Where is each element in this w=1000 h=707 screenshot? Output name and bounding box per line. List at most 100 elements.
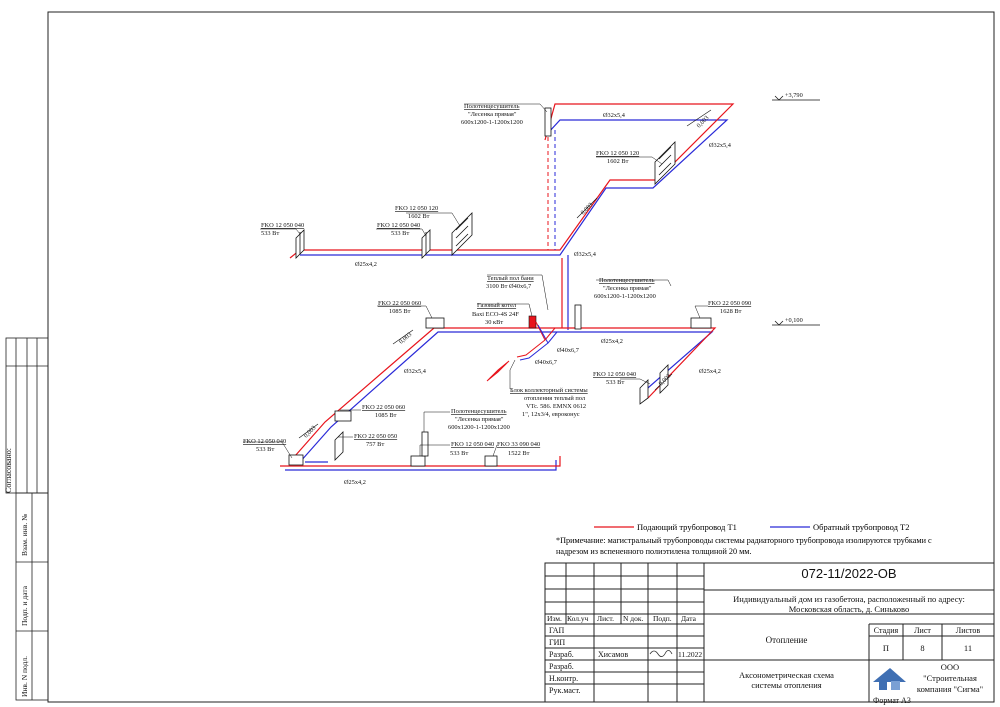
radiator-r4-model: FKO 12 050 120 xyxy=(596,150,639,157)
role-gip: ГИП xyxy=(549,638,566,647)
pipe-label-p25b: Ø25х4,2 xyxy=(601,338,623,345)
return-pipeline xyxy=(285,119,729,471)
developer-date: 11.2022 xyxy=(678,650,703,659)
side-stamp-c2: Подп. и дата xyxy=(20,585,29,626)
slope-line-s3 xyxy=(392,329,414,345)
company-line2: "Строительная xyxy=(923,673,977,683)
radiator-r10-model: FKO 22 050 050 xyxy=(354,433,397,440)
radiator-r8-model: FKO 22 050 060 xyxy=(362,404,405,411)
floor-heating-spec: 3100 Вт Ø40х6,7 xyxy=(486,283,532,290)
boiler-piping xyxy=(516,321,558,361)
radiator-r9-power: 533 Вт xyxy=(256,446,274,453)
slope-line-s2 xyxy=(576,197,598,219)
role-gap: ГАП xyxy=(549,626,565,635)
towel-warmer-t3 xyxy=(421,431,429,457)
boiler-power: 30 кВт xyxy=(485,319,503,326)
gas-boiler xyxy=(528,315,537,329)
towel-warmer-t3-size: 600х1200-1-1200х1200 xyxy=(448,424,510,431)
radiator-r11-model: FKO 12 050 040 xyxy=(451,441,494,448)
radiator-r8 xyxy=(334,410,352,422)
pipe-label-p32b: Ø32х5,4 xyxy=(709,142,732,149)
role-razrab2: Разраб. xyxy=(549,662,574,671)
side-stamp-agreed: Согласовано: xyxy=(4,447,13,493)
radiator-r7b xyxy=(639,379,649,405)
signature xyxy=(649,650,673,657)
elevation-lower-label: +0,100 xyxy=(785,317,803,324)
object-line2: Московская область, д. Синьково xyxy=(788,604,910,614)
sheets-value: 11 xyxy=(963,643,973,653)
towel-warmer-t2-type: "Лесенка прямая" xyxy=(603,285,652,292)
company-line3: компания "Сигма" xyxy=(916,684,984,694)
legend-supply-label: Подающий трубопровод Т1 xyxy=(637,522,737,532)
company-logo xyxy=(873,668,906,690)
side-stamp-grid xyxy=(5,337,49,701)
sheet-header: Лист xyxy=(914,626,931,635)
head-izm: Изм. xyxy=(547,614,562,623)
radiator-r6-model: FKO 22 050 090 xyxy=(708,300,751,307)
towel-warmer-t1-size: 600х1200-1-1200х1200 xyxy=(461,119,523,126)
towel-warmer-t2 xyxy=(574,304,582,330)
developer-name: Хисамов xyxy=(598,650,629,659)
leader-lines xyxy=(243,103,708,459)
radiator-r3-power: 1602 Вт xyxy=(408,213,430,220)
radiator-r3 xyxy=(451,212,473,256)
pipe-label-p40a: Ø40х6,7 xyxy=(557,347,579,354)
side-stamp-c1: Взам. инв. № xyxy=(20,513,29,556)
note-line2: надрезом из вспененного полиэтилена толщ… xyxy=(556,547,752,556)
towel-warmer-t3-type: "Лесенка прямая" xyxy=(455,416,504,423)
floor-heating-collector xyxy=(486,360,510,382)
slope-label-s1: 0,003 xyxy=(695,114,710,129)
radiator-r5-power: 1085 Вт xyxy=(389,308,411,315)
radiator-r12 xyxy=(484,455,498,467)
elevation-mark-upper xyxy=(772,95,820,101)
object-line1: Индивидуальный дом из газобетона, распол… xyxy=(733,594,965,604)
collector-line4: 1", 12х3/4, евроконус xyxy=(522,411,580,418)
radiator-r7 xyxy=(659,364,669,394)
supply-pipeline xyxy=(280,103,735,467)
stage-header: Стадия xyxy=(873,626,899,635)
head-list: Лист. xyxy=(597,614,615,623)
radiator-r7-model: FKO 12 050 040 xyxy=(593,371,636,378)
role-rukmast: Рук.маст. xyxy=(549,686,581,695)
radiator-r9 xyxy=(288,454,304,466)
pipe-label-p25a: Ø25х4,2 xyxy=(355,261,377,268)
radiator-r5 xyxy=(425,317,445,329)
radiator-r10-power: 757 Вт xyxy=(366,441,384,448)
sheets-header: Листов xyxy=(955,626,981,635)
boiler-title: Газовый котел xyxy=(477,302,517,309)
pipe-label-p25d: Ø25х4,2 xyxy=(344,479,366,486)
collector-line2: отопления теплый пол xyxy=(524,395,586,402)
radiator-r3-model: FKO 12 050 120 xyxy=(395,205,438,212)
pipe-label-p32a: Ø32х5,4 xyxy=(603,112,626,119)
radiator-r2-power: 533 Вт xyxy=(391,230,409,237)
radiator-r8-power: 1085 Вт xyxy=(375,412,397,419)
pipe-label-p25c: Ø25х4,2 xyxy=(699,368,721,375)
radiator-r2 xyxy=(421,229,431,259)
sheet-title-line1: Аксонометрическая схема xyxy=(739,670,834,680)
role-nkontr: Н.контр. xyxy=(549,674,579,683)
slope-line-s4 xyxy=(298,423,319,439)
collector-line1: Блок коллекторный системы xyxy=(510,387,588,394)
slope-label-s3: 0,003 xyxy=(398,331,413,345)
collector-line3: VTc. 586. EMNX 0612 xyxy=(526,403,586,410)
towel-warmer-t1-type: "Лесенка прямая" xyxy=(468,111,517,118)
pipe-label-p40b: Ø40х6,7 xyxy=(535,359,557,366)
boiler-model: Baxi ECO-4S 24F xyxy=(472,311,519,318)
stage-value: П xyxy=(882,643,890,653)
title-block-grid xyxy=(544,562,995,703)
slope-label-s4: 0,003 xyxy=(302,424,317,439)
elevation-mark-lower xyxy=(772,320,820,326)
company-line1: ООО xyxy=(940,662,960,672)
radiator-r5-model: FKO 22 050 060 xyxy=(378,300,421,307)
radiator-r4-power: 1602 Вт xyxy=(607,158,629,165)
format-label: Формат А3 xyxy=(873,696,911,705)
head-ndok: N док. xyxy=(623,614,644,623)
towel-warmer-t2-size: 600х1200-1-1200х1200 xyxy=(594,293,656,300)
towel-warmer-t1-title: Полотенцесушитель xyxy=(464,103,520,110)
radiator-r7-power: 533 Вт xyxy=(606,379,624,386)
section-name: Отопление xyxy=(765,635,808,645)
sheet-title-line2: системы отопления xyxy=(751,680,822,690)
legend-return-label: Обратный трубопровод Т2 xyxy=(813,522,909,532)
